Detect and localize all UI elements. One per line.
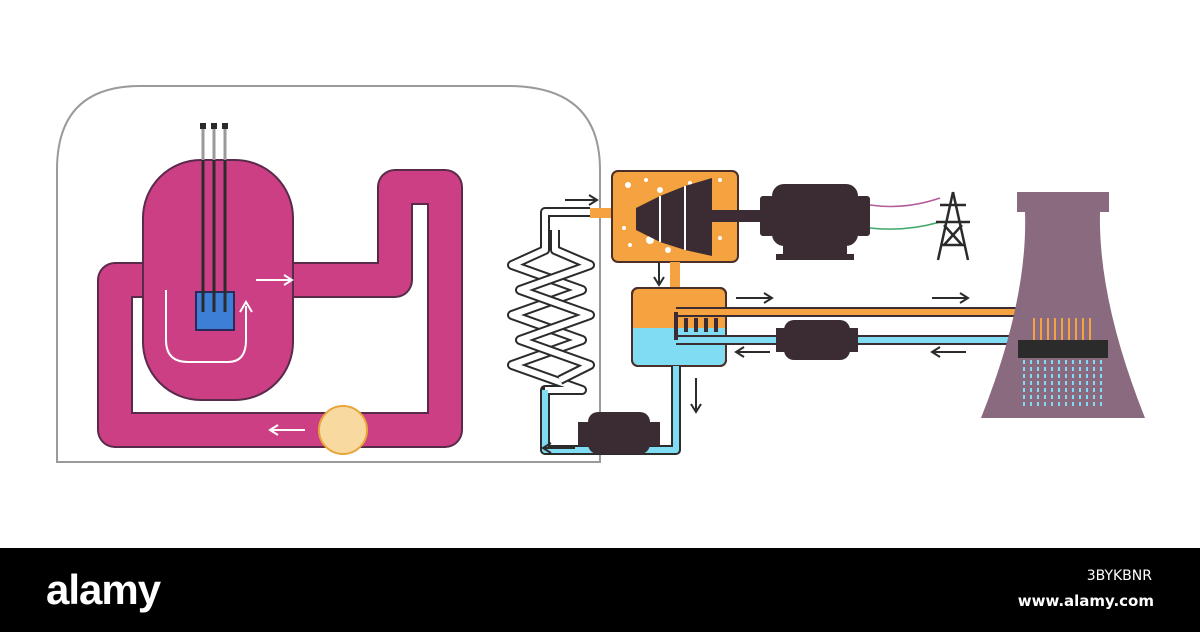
control-rods — [200, 123, 228, 312]
condenser — [631, 287, 727, 367]
steam-generator-coil — [507, 207, 595, 455]
flow-arrow-icon — [653, 263, 665, 287]
brand-logo[interactable]: alamy — [46, 566, 161, 613]
turbine-icon — [636, 178, 712, 256]
coolant-flow-line — [165, 290, 247, 363]
image-id: 3BYKBNR — [1086, 568, 1152, 584]
primary-loop — [97, 169, 463, 448]
footer-bar: alamy 3BYKBNR www.alamy.com — [0, 548, 1200, 632]
flow-arrow-icon — [541, 378, 702, 454]
cooling-tower-icon — [981, 192, 1145, 418]
steam-pipe — [590, 208, 614, 218]
flow-arrow-icon — [565, 194, 599, 206]
primary-pump-icon — [318, 405, 368, 455]
diagram-area — [56, 85, 1145, 463]
power-plant-diagram — [56, 85, 1145, 463]
power-pylon-icon — [936, 191, 970, 261]
generator-icon — [760, 184, 870, 260]
cooling-pump-icon — [776, 320, 858, 360]
exhaust-pipe — [670, 262, 680, 290]
flow-arrow-icon — [256, 274, 305, 436]
turbine-shaft — [712, 210, 762, 222]
flow-arrow-icon — [239, 300, 253, 313]
transmission-lines — [869, 197, 941, 230]
site-url[interactable]: www.alamy.com — [1017, 592, 1154, 610]
flow-arrow-icon — [734, 292, 970, 358]
feedwater-pump-icon — [578, 412, 660, 454]
